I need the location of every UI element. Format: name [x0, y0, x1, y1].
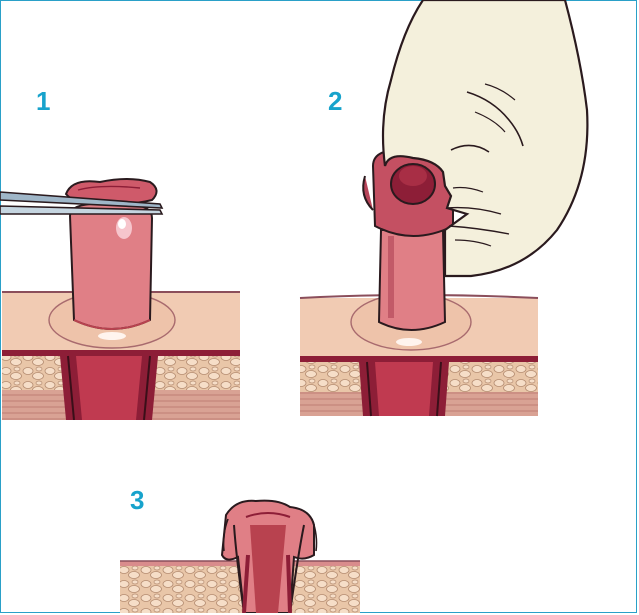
step-2-illustration — [295, 0, 595, 420]
step-number-1: 1 — [36, 88, 50, 114]
step-1-illustration — [0, 170, 245, 420]
step-3-illustration — [118, 495, 363, 613]
